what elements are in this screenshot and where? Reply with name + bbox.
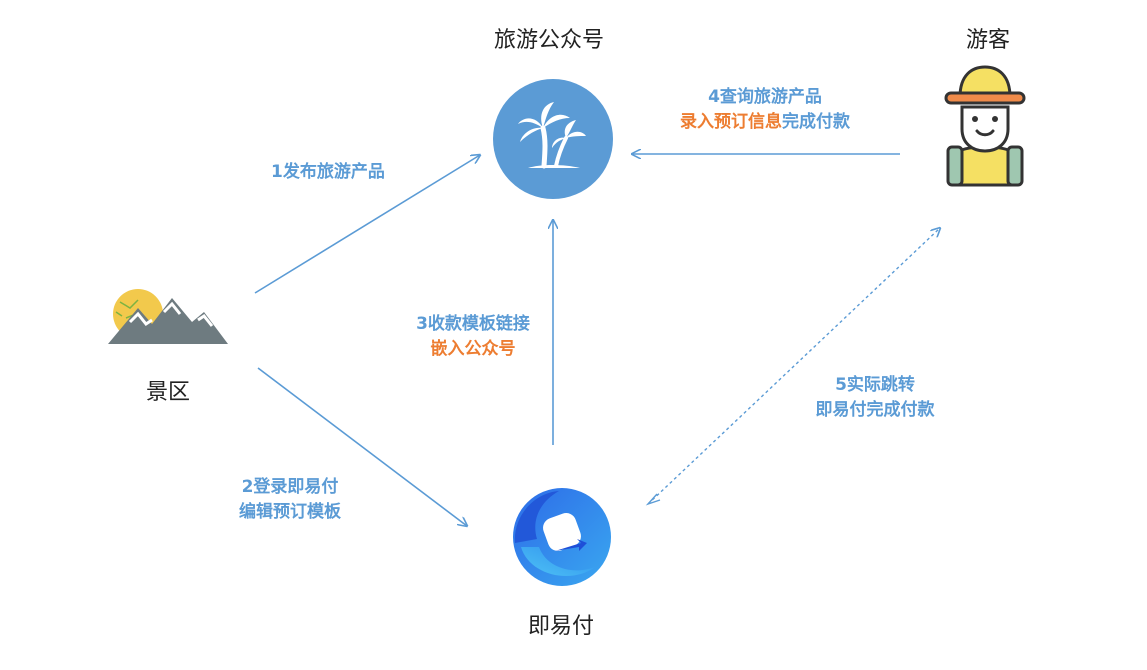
- edge-label-5: 5实际跳转 即易付完成付款: [800, 373, 950, 423]
- edge-1-text: 1发布旅游产品: [271, 162, 385, 182]
- edge-4-line2-blue: 完成付款: [782, 112, 850, 132]
- edge-label-2: 2登录即易付 编辑预订模板: [230, 475, 350, 525]
- edge-3-line2: 嵌入公众号: [430, 339, 516, 359]
- edge-4-line2-orange: 录入预订信息: [680, 112, 782, 132]
- arrow-head-dashed-start: [645, 493, 661, 506]
- jiyifu-label: 即易付: [528, 614, 595, 639]
- edge-5-line1: 5实际跳转: [835, 375, 915, 395]
- edge-2-line1: 2登录即易付: [241, 477, 339, 497]
- edge-4-line1: 4查询旅游产品: [708, 87, 822, 107]
- arrow-scenic-to-jiyifu: [257, 367, 467, 526]
- tourist-icon: [944, 65, 1026, 187]
- jiyifu-logo-icon: [513, 488, 611, 586]
- edge-label-3: 3收款模板链接 嵌入公众号: [404, 312, 542, 362]
- edge-3-line1: 3收款模板链接: [416, 314, 530, 334]
- tourist-label: 游客: [966, 28, 1011, 53]
- wechat-account-label: 旅游公众号: [494, 28, 605, 53]
- mountain-icon: [108, 289, 228, 344]
- arrow-jiyifu-tourist-dashed: [647, 228, 940, 505]
- edge-label-4: 4查询旅游产品 录入预订信息完成付款: [660, 85, 870, 135]
- edge-5-line2: 即易付完成付款: [815, 400, 935, 420]
- palm-tree-icon: [493, 79, 613, 199]
- scenic-area-label: 景区: [146, 380, 191, 405]
- edge-2-line2: 编辑预订模板: [239, 502, 341, 522]
- arrow-scenic-to-wechat: [254, 155, 480, 294]
- edge-label-1: 1发布旅游产品: [271, 160, 385, 185]
